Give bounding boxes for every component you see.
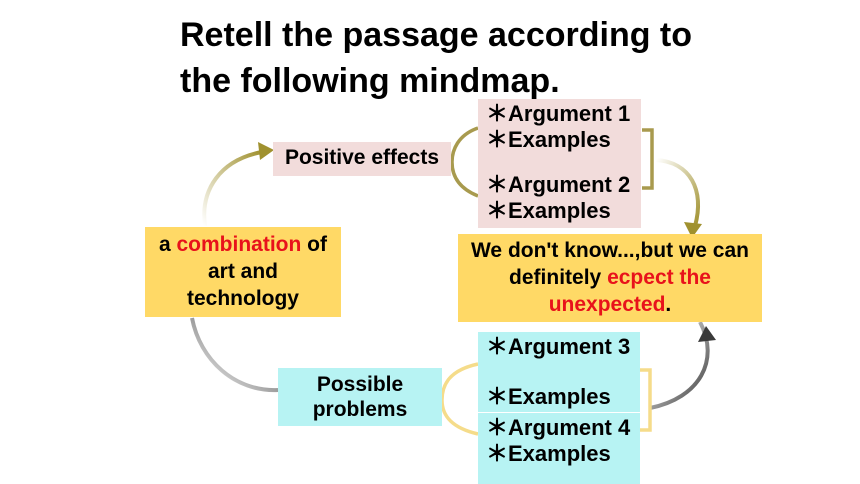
arrow-to-conclusion <box>655 158 701 227</box>
positive-effects-node: Positive effects <box>273 142 451 176</box>
arrow-to-problems <box>190 317 279 393</box>
argument-2-examples: ＊Examples <box>486 198 611 223</box>
brace-problems <box>440 362 479 436</box>
arrow-to-arguments <box>649 321 710 410</box>
arrowhead-positive <box>258 142 274 160</box>
argument-1-node: ＊Argument 1 ＊Examples <box>478 99 641 173</box>
argument-2-node: ＊Argument 2 ＊Examples <box>478 170 641 228</box>
argument-3-label: ＊Argument 3 <box>486 334 631 359</box>
art-technology-node: a combination of art and technology <box>145 227 341 317</box>
argument-3-node: ＊Argument 3 ＊Examples <box>478 332 640 412</box>
argument-1-examples: ＊Examples <box>486 127 611 152</box>
combination-highlight: combination <box>176 233 302 256</box>
unexpected-highlight: ecpect the unexpected <box>548 266 711 316</box>
arrowhead-conclusion <box>684 222 702 238</box>
arrowhead-arguments-top <box>698 326 716 342</box>
bracket-args-bottom <box>640 368 652 432</box>
page-title: Retell the passage according to the foll… <box>180 16 693 100</box>
argument-4-node: ＊Argument 4 ＊Examples <box>478 413 640 484</box>
argument-4-label: ＊Argument 4 <box>486 415 631 440</box>
arrow-to-positive <box>202 150 263 227</box>
argument-2-label: ＊Argument 2 <box>486 172 631 197</box>
argument-1-label: ＊Argument 1 <box>486 101 631 126</box>
brace-positive <box>450 126 479 198</box>
conclusion-node: We don't know...,but we can definitely e… <box>458 234 762 322</box>
possible-problems-node: Possible problems <box>278 368 442 426</box>
bracket-args-top <box>642 128 654 190</box>
argument-3-examples: ＊Examples <box>486 384 611 409</box>
argument-4-examples: ＊Examples <box>486 441 611 466</box>
